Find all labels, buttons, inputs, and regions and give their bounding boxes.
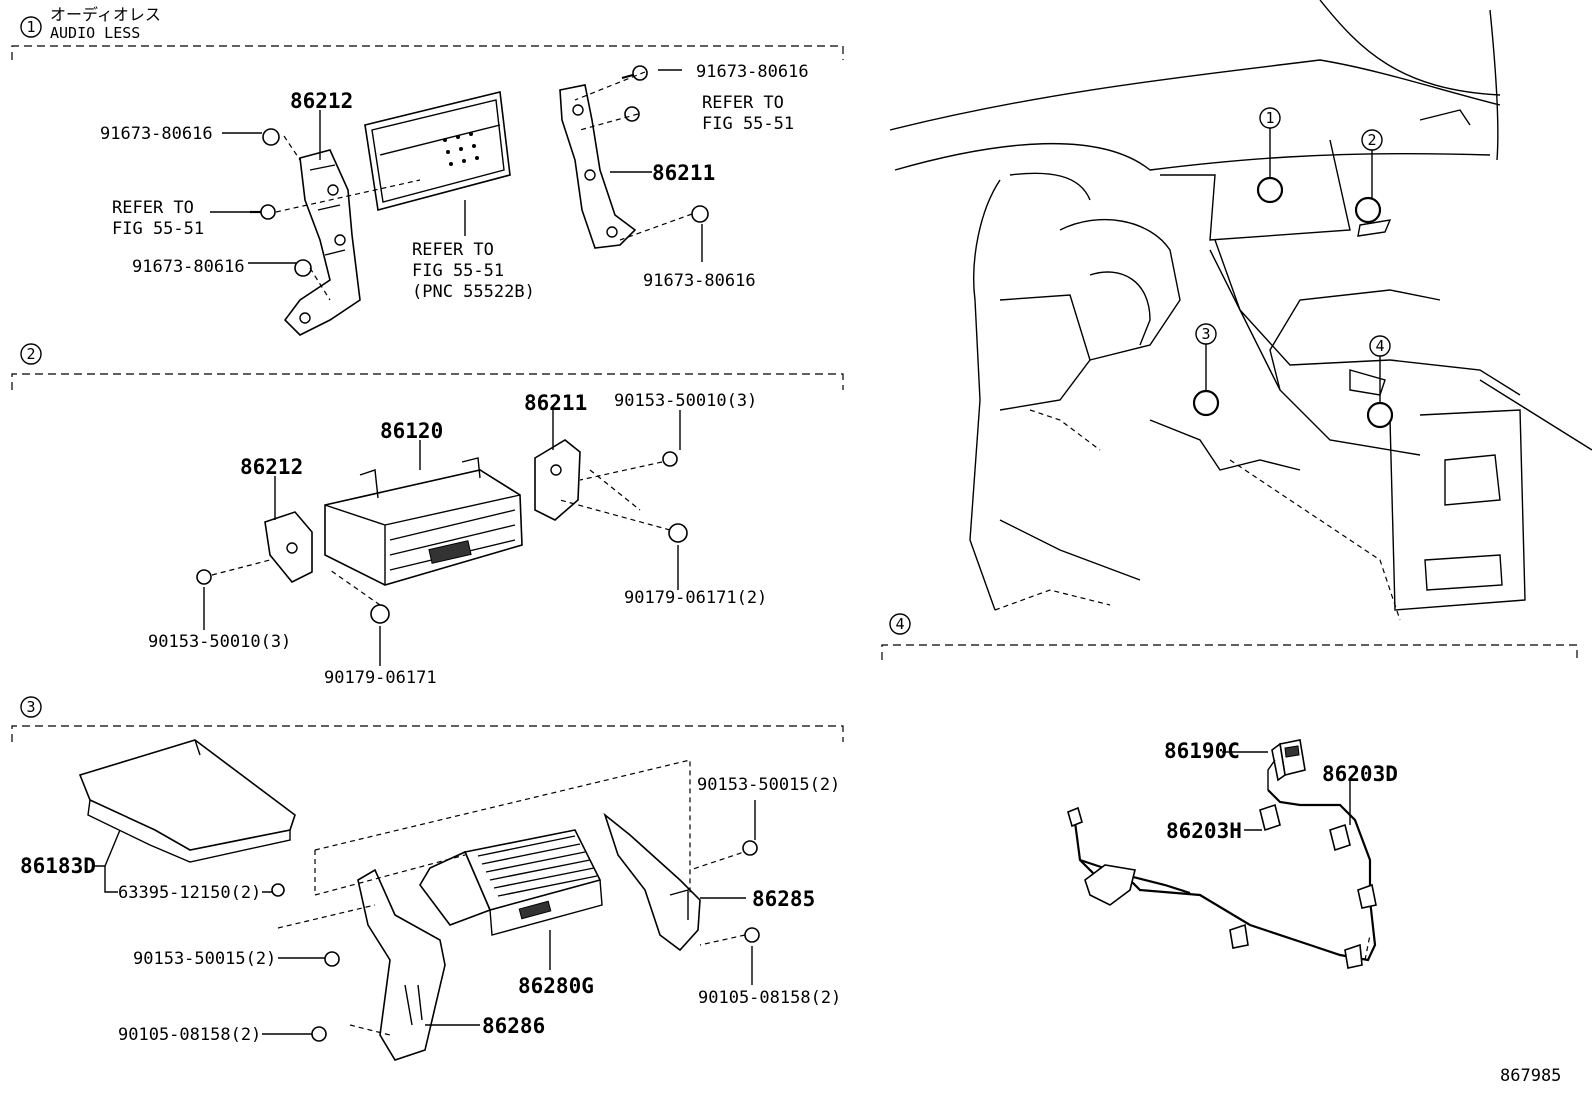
callout-2: 2: [1354, 129, 1383, 224]
section-3-bracket: [11, 725, 844, 742]
cover-86183D-drawing: [78, 739, 296, 863]
section-4-number: 4: [895, 615, 904, 633]
label-86203D: 86203D: [1322, 762, 1398, 786]
section-1-bracket: [11, 45, 844, 60]
refer-left-line2: FIG 55-51: [112, 219, 204, 239]
label-86211-s1: 86211: [652, 161, 715, 185]
callout-1-number: 1: [1265, 109, 1274, 127]
label-86183D: 86183D: [20, 854, 96, 878]
refer-right-line2: FIG 55-51: [702, 114, 794, 134]
interior-hidden-lines: [994, 409, 1401, 621]
label-90153-50015-top-right: 90153-50015(2): [697, 775, 840, 795]
bracket-86211-s2-drawing: [534, 439, 581, 521]
callout-4: 4: [1366, 335, 1394, 429]
bracket-86285-drawing: [603, 812, 701, 952]
section-2: 2 86211 86120 86212 90153-50010(3): [11, 343, 844, 688]
section-3: 3 86183D: [11, 696, 844, 1061]
label-90153-50010-left: 90153-50010(3): [148, 632, 291, 652]
label-86190C: 86190C: [1164, 739, 1240, 763]
label-90105-08158-right: 90105-08158(2): [698, 988, 841, 1008]
diagram-id: 867985: [1500, 1066, 1561, 1086]
section-3-marker: [20, 696, 42, 718]
label-91673-80616-left-top: 91673-80616: [100, 124, 213, 144]
label-90179-06171-right: 90179-06171(2): [624, 588, 767, 608]
bracket-86286-drawing: [357, 868, 446, 1061]
label-91673-80616-right-bottom: 91673-80616: [643, 271, 756, 291]
s1-dashed-lines: [275, 71, 693, 301]
label-86286: 86286: [482, 1014, 545, 1038]
head-unit-86120-drawing: [324, 457, 523, 586]
vehicle-interior-view: 1 2 3 4: [889, 0, 1592, 621]
s2-dashed-lines: [211, 461, 671, 606]
section-4-bracket: [881, 644, 1578, 660]
section-1-title-en: AUDIO LESS: [50, 24, 140, 42]
callout-3: 3: [1192, 323, 1220, 417]
section-2-marker: [20, 343, 42, 365]
label-90153-50015-left: 90153-50015(2): [133, 949, 276, 969]
callout-2-number: 2: [1367, 131, 1376, 149]
section-4-marker: [889, 613, 911, 635]
label-86120: 86120: [380, 419, 443, 443]
section-1-number: 1: [26, 18, 35, 36]
bracket-86212-s2-drawing: [264, 511, 313, 584]
label-86212-s2: 86212: [240, 455, 303, 479]
section-1-title-jp: オーディオレス: [50, 5, 161, 24]
callout-3-number: 3: [1201, 325, 1210, 343]
refer-right-line1: REFER TO: [702, 93, 784, 113]
callout-1: 1: [1256, 107, 1284, 204]
bracket-86212-drawing: [283, 149, 361, 336]
s1-fasteners: [250, 65, 709, 277]
refer-left-line1: REFER TO: [112, 198, 194, 218]
label-63395-12150: 63395-12150(2): [118, 883, 261, 903]
s3-leaders: [94, 800, 756, 1035]
label-86285: 86285: [752, 887, 815, 911]
refer-center-line2: FIG 55-51: [412, 261, 504, 281]
s3-dashed-lines: [277, 759, 751, 1036]
section-4: 4 86190C 86203D 86203H: [881, 613, 1578, 969]
section-2-bracket: [11, 373, 844, 390]
amplifier-86280G-drawing: [419, 829, 603, 936]
refer-center-line3: (PNC 55522B): [412, 282, 535, 302]
s2-fasteners: [196, 451, 688, 624]
section-3-number: 3: [26, 698, 35, 716]
s2-leaders: [203, 410, 681, 666]
label-86211-s2: 86211: [524, 391, 587, 415]
label-86280G: 86280G: [518, 974, 594, 998]
s4-leaders: [1222, 751, 1351, 831]
label-90153-50010-right: 90153-50010(3): [614, 391, 757, 411]
label-91673-80616-top-right: 91673-80616: [696, 62, 809, 82]
interior-linework: [889, 0, 1592, 611]
section-1: 1 オーディオレス AUDIO LESS: [11, 5, 844, 336]
label-90105-08158-left: 90105-08158(2): [118, 1025, 261, 1045]
s1-leaders: [210, 69, 703, 264]
refer-center-line1: REFER TO: [412, 240, 494, 260]
s3-fasteners: [271, 840, 760, 1042]
display-unit-drawing: [364, 91, 511, 212]
bracket-86211-drawing: [559, 84, 637, 249]
label-90179-06171-bottom: 90179-06171: [324, 668, 437, 688]
section-1-marker: [20, 16, 42, 38]
harness-86203D-86203H-drawing: [1067, 759, 1377, 969]
switch-86190C-drawing: [1271, 739, 1306, 782]
section-2-number: 2: [26, 345, 35, 363]
label-86212-s1: 86212: [290, 89, 353, 113]
label-91673-80616-left-bottom: 91673-80616: [132, 257, 245, 277]
callout-4-number: 4: [1375, 337, 1384, 355]
label-86203H: 86203H: [1166, 819, 1242, 843]
